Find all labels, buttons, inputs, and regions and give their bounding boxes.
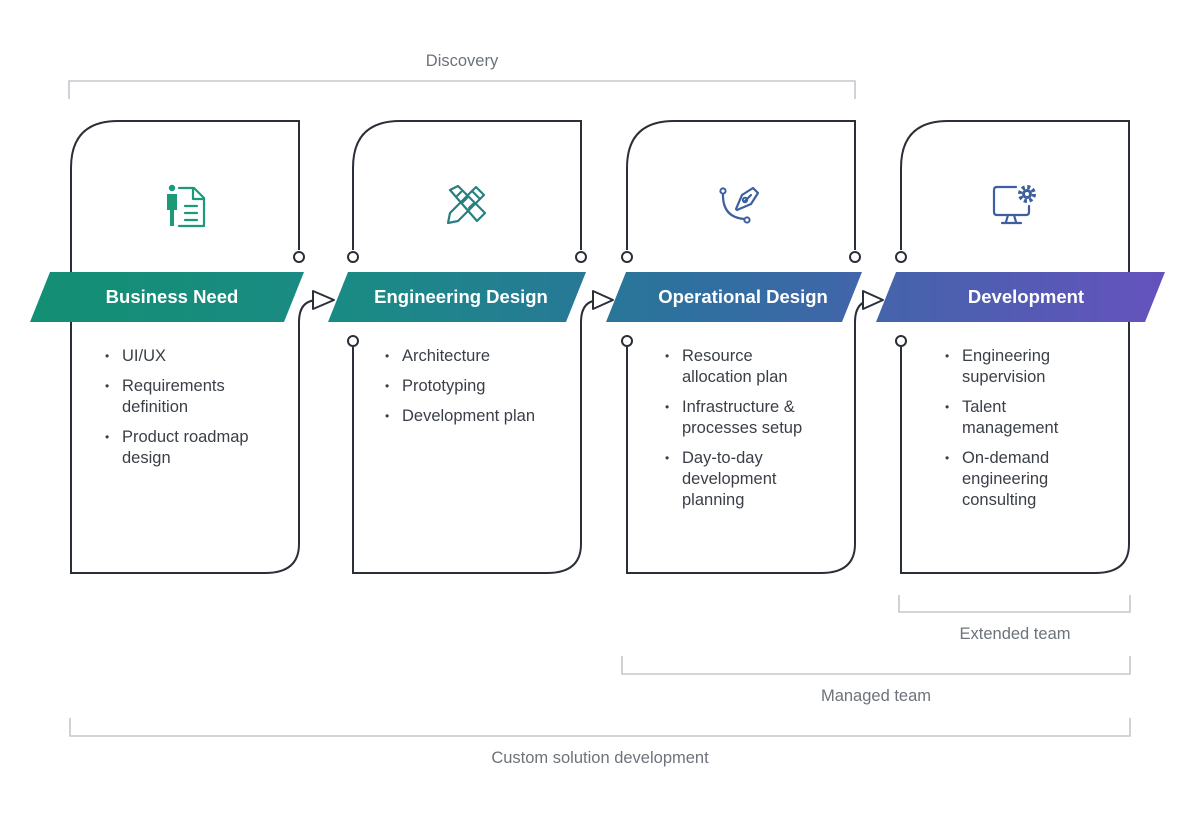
arrow-3 [862,290,884,310]
dot [293,251,305,263]
list-item: Infrastructure & processes setup [665,397,827,439]
custom-solution-bracket [69,718,1131,737]
list-item: Talent management [945,397,1072,439]
stage-title-engineering-design: Engineering Design [374,286,548,307]
dot [621,251,633,263]
extended-team-label: Extended team [959,625,1071,643]
card-operational-design [626,120,856,574]
dot [621,335,633,347]
list-item: Development plan [385,406,555,427]
list-item: UI/UX [105,346,275,367]
managed-team-label: Managed team [820,687,932,705]
dot [895,251,907,263]
list-engineering-design: Architecture Prototyping Development pla… [385,346,555,436]
pen-tool-icon [719,186,760,224]
banner-engineering-design [328,272,586,322]
stage-title-development: Development [967,286,1085,307]
list-item: Architecture [385,346,555,367]
dot [895,335,907,347]
banner-operational-design [606,272,862,322]
discovery-bracket [68,80,856,99]
list-item: Engineering supervision [945,346,1072,388]
list-development: Engineering supervision Talent managemen… [945,346,1095,520]
dot [347,251,359,263]
custom-solution-label: Custom solution development [491,749,709,767]
dot [347,335,359,347]
list-item: Requirements definition [105,376,252,418]
list-item: Resource allocation plan [665,346,812,388]
dot [575,251,587,263]
banner-development [876,272,1165,322]
pencil-ruler-icon [446,184,487,225]
discovery-label: Discovery [425,52,499,70]
list-item: Prototyping [385,376,555,397]
list-item: Product roadmap design [105,427,272,469]
banner-business-need [30,272,304,322]
card-engineering-design [352,120,582,574]
stage-title-operational-design: Operational Design [658,286,828,307]
list-item: On-demand engineering consulting [945,448,1072,511]
managed-team-bracket [621,656,1131,675]
dot [849,251,861,263]
list-item: Day-to-day development planning [665,448,802,511]
arrow-1 [312,290,335,310]
card-business-need [70,120,300,574]
business-need-icon [167,184,206,228]
card-development [900,120,1130,574]
list-business-need: UI/UX Requirements definition Product ro… [105,346,275,478]
extended-team-bracket [898,595,1131,613]
stage-title-business-need: Business Need [105,286,239,307]
monitor-gear-icon [992,185,1036,225]
list-operational-design: Resource allocation plan Infrastructure … [665,346,825,520]
arrow-2 [592,290,614,310]
